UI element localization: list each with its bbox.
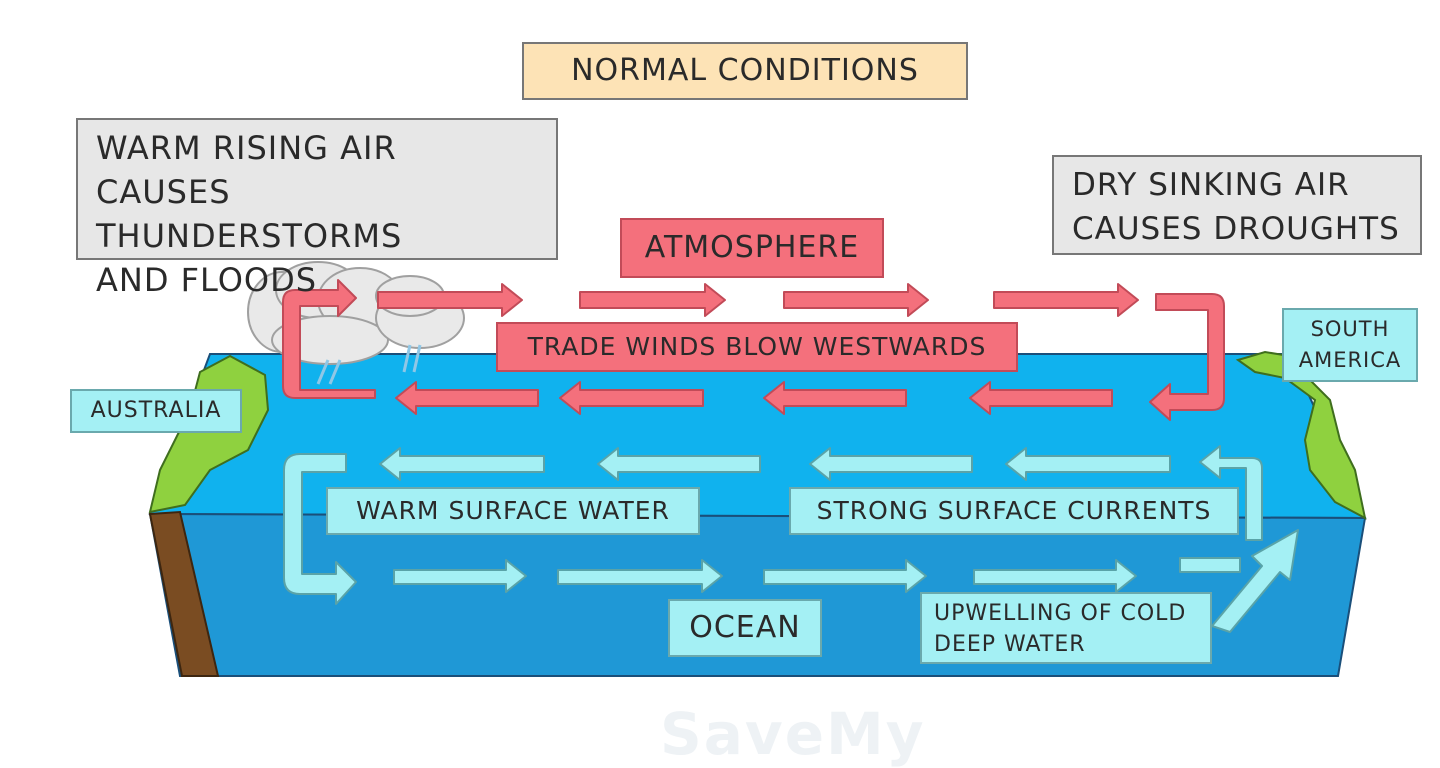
atmosphere-arrows bbox=[282, 279, 1225, 421]
ocean-label: OCEAN bbox=[668, 599, 822, 657]
upwelling-arrow bbox=[1211, 529, 1299, 633]
upper-air-arrow bbox=[783, 283, 929, 317]
earth-side bbox=[148, 510, 220, 677]
trade-wind-arrow bbox=[763, 381, 907, 415]
south-america-line-2: AMERICA bbox=[1298, 348, 1402, 372]
atmosphere-label: ATMOSPHERE bbox=[620, 218, 884, 278]
trade-wind-arrow bbox=[559, 381, 704, 415]
upper-air-arrow bbox=[579, 283, 726, 317]
ocean-current-arrows bbox=[283, 445, 1299, 633]
upper-air-arrow bbox=[993, 283, 1139, 317]
south-america-line-1: SOUTH bbox=[1310, 317, 1390, 341]
upwelling-label: UPWELLING OF COLD DEEP WATER bbox=[920, 592, 1212, 664]
sinking-air-caption: DRY SINKING AIR CAUSES DROUGHTS bbox=[1052, 155, 1422, 255]
deep-current-arrow bbox=[393, 559, 527, 593]
rising-air-line-3: AND FLOODS bbox=[96, 261, 318, 299]
south-america-label: SOUTH AMERICA bbox=[1282, 308, 1418, 382]
deep-current-arrow bbox=[763, 559, 927, 593]
deep-current-arrow bbox=[557, 559, 723, 593]
trade-winds-label: TRADE WINDS BLOW WESTWARDS bbox=[496, 322, 1018, 372]
trade-wind-arrow bbox=[969, 381, 1113, 415]
rising-air-loop-arrow bbox=[282, 279, 376, 399]
deep-current-arrow bbox=[973, 559, 1137, 593]
surface-current-arrow bbox=[1005, 447, 1171, 481]
surface-current-arrow bbox=[597, 447, 761, 481]
rising-air-caption: WARM RISING AIR CAUSES THUNDERSTORMS AND… bbox=[76, 118, 558, 299]
rising-air-line-2: CAUSES THUNDERSTORMS bbox=[96, 173, 403, 255]
australia-label: AUSTRALIA bbox=[70, 389, 242, 433]
watermark-logo: SaveMy bbox=[660, 700, 926, 768]
upper-air-arrow bbox=[377, 283, 523, 317]
sinking-air-line-1: DRY SINKING AIR bbox=[1072, 167, 1350, 203]
west-downwelling-loop-arrow bbox=[283, 453, 357, 605]
warm-surface-water-label: WARM SURFACE WATER bbox=[326, 487, 700, 535]
rain-icon bbox=[316, 344, 422, 385]
trade-wind-arrow bbox=[395, 381, 539, 415]
upwelling-line-2: DEEP WATER bbox=[934, 632, 1086, 657]
surface-current-arrow bbox=[379, 447, 545, 481]
east-upwelling-loop-arrow bbox=[1199, 445, 1263, 541]
strong-surface-currents-label: STRONG SURFACE CURRENTS bbox=[789, 487, 1239, 535]
diagram-title: NORMAL CONDITIONS bbox=[522, 42, 968, 100]
deep-current-arrow bbox=[1179, 557, 1241, 573]
upwelling-line-1: UPWELLING OF COLD bbox=[934, 601, 1187, 626]
surface-current-arrow bbox=[809, 447, 973, 481]
sinking-air-line-2: CAUSES DROUGHTS bbox=[1072, 211, 1400, 247]
sinking-air-loop-arrow bbox=[1149, 293, 1225, 421]
rising-air-line-1: WARM RISING AIR bbox=[96, 129, 397, 167]
